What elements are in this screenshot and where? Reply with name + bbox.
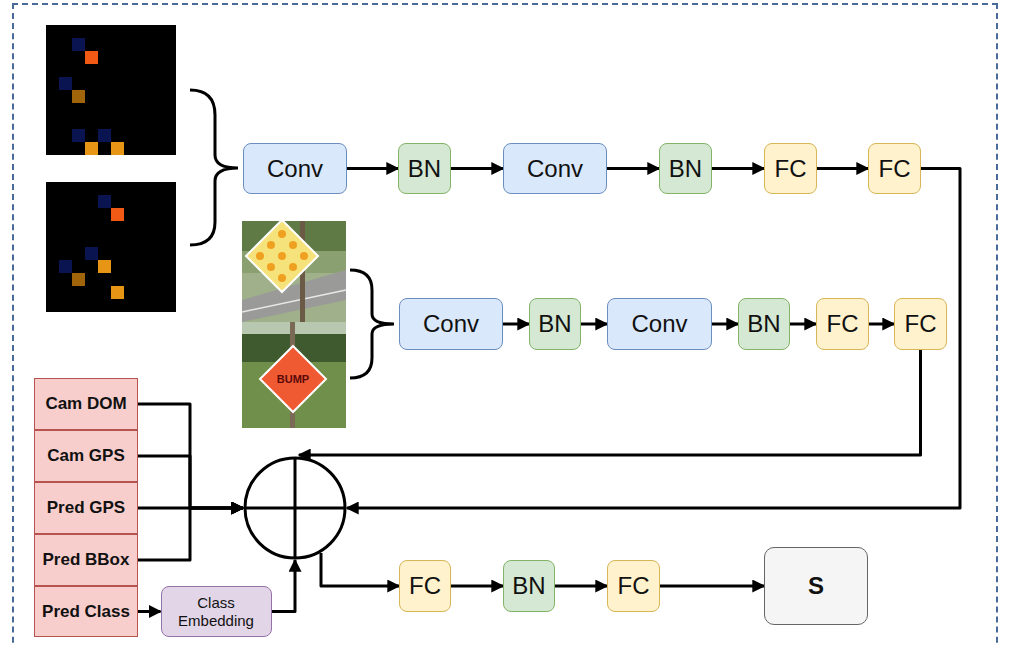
node-label: FC	[879, 155, 911, 183]
flow-arrow	[555, 585, 607, 588]
flow-arrow	[660, 585, 764, 588]
conv-layer-box: Conv	[607, 298, 712, 350]
concat-symbol	[243, 456, 347, 560]
fc-layer-box: FC	[816, 298, 869, 350]
fc-layer-box: FC	[399, 560, 451, 612]
node-label: Class Embedding	[166, 594, 267, 629]
conv-layer-box: Conv	[243, 143, 347, 194]
input-feature-box: Pred GPS	[34, 482, 138, 534]
node-label: Pred GPS	[47, 498, 125, 518]
batchnorm-box: BN	[529, 298, 581, 350]
flow-arrow	[817, 167, 868, 170]
batchnorm-box: BN	[503, 560, 555, 612]
flow-arrow	[138, 456, 243, 508]
fc-layer-box: FC	[868, 143, 921, 194]
input-feature-box: Pred Class	[34, 586, 138, 637]
node-label: FC	[775, 155, 807, 183]
node-label: FC	[618, 572, 650, 600]
embedding-box: Class Embedding	[161, 586, 272, 637]
node-label: BN	[538, 310, 571, 338]
flow-arrow	[272, 560, 296, 612]
flow-arrow	[712, 323, 738, 326]
flow-arrow	[503, 323, 529, 326]
batchnorm-box: BN	[398, 143, 451, 194]
batchnorm-box: BN	[659, 143, 712, 194]
input-feature-box: Cam DOM	[34, 378, 138, 430]
flow-arrow	[138, 610, 161, 613]
node-label: Cam GPS	[47, 446, 124, 466]
concat-circle	[243, 456, 347, 560]
batchnorm-box: BN	[738, 298, 790, 350]
node-label: FC	[409, 572, 441, 600]
flow-arrow	[581, 323, 607, 326]
node-label: BN	[512, 572, 545, 600]
flow-arrow	[138, 508, 243, 560]
flow-arrow	[790, 323, 816, 326]
node-label: Cam DOM	[45, 394, 126, 414]
node-label: Pred Class	[42, 602, 130, 622]
output-box: S	[764, 547, 868, 625]
node-label: S	[808, 572, 824, 600]
node-label: FC	[905, 310, 937, 338]
flow-arrow	[138, 404, 243, 508]
flow-arrow	[451, 585, 503, 588]
fc-layer-box: FC	[894, 298, 947, 350]
node-label: Pred BBox	[43, 550, 130, 570]
flow-arrow	[451, 167, 503, 170]
flow-arrow	[712, 167, 764, 170]
flow-arrow	[299, 350, 921, 455]
input-feature-box: Cam GPS	[34, 430, 138, 482]
node-label: BN	[747, 310, 780, 338]
node-label: Conv	[423, 310, 479, 338]
photo-sign-text: BUMP	[262, 371, 324, 387]
conv-layer-box: Conv	[503, 143, 607, 194]
flow-arrow	[869, 323, 894, 326]
node-label: BN	[669, 155, 702, 183]
fc-layer-box: FC	[607, 560, 660, 612]
conv-layer-box: Conv	[399, 298, 503, 350]
flow-arrow	[321, 553, 399, 586]
input-feature-box: Pred BBox	[34, 534, 138, 586]
flow-arrow	[607, 167, 659, 170]
node-label: FC	[827, 310, 859, 338]
node-label: Conv	[267, 155, 323, 183]
node-label: Conv	[631, 310, 687, 338]
fc-layer-box: FC	[764, 143, 817, 194]
node-label: BN	[408, 155, 441, 183]
flow-arrow	[347, 169, 960, 509]
flow-arrow	[347, 167, 398, 170]
node-label: Conv	[527, 155, 583, 183]
